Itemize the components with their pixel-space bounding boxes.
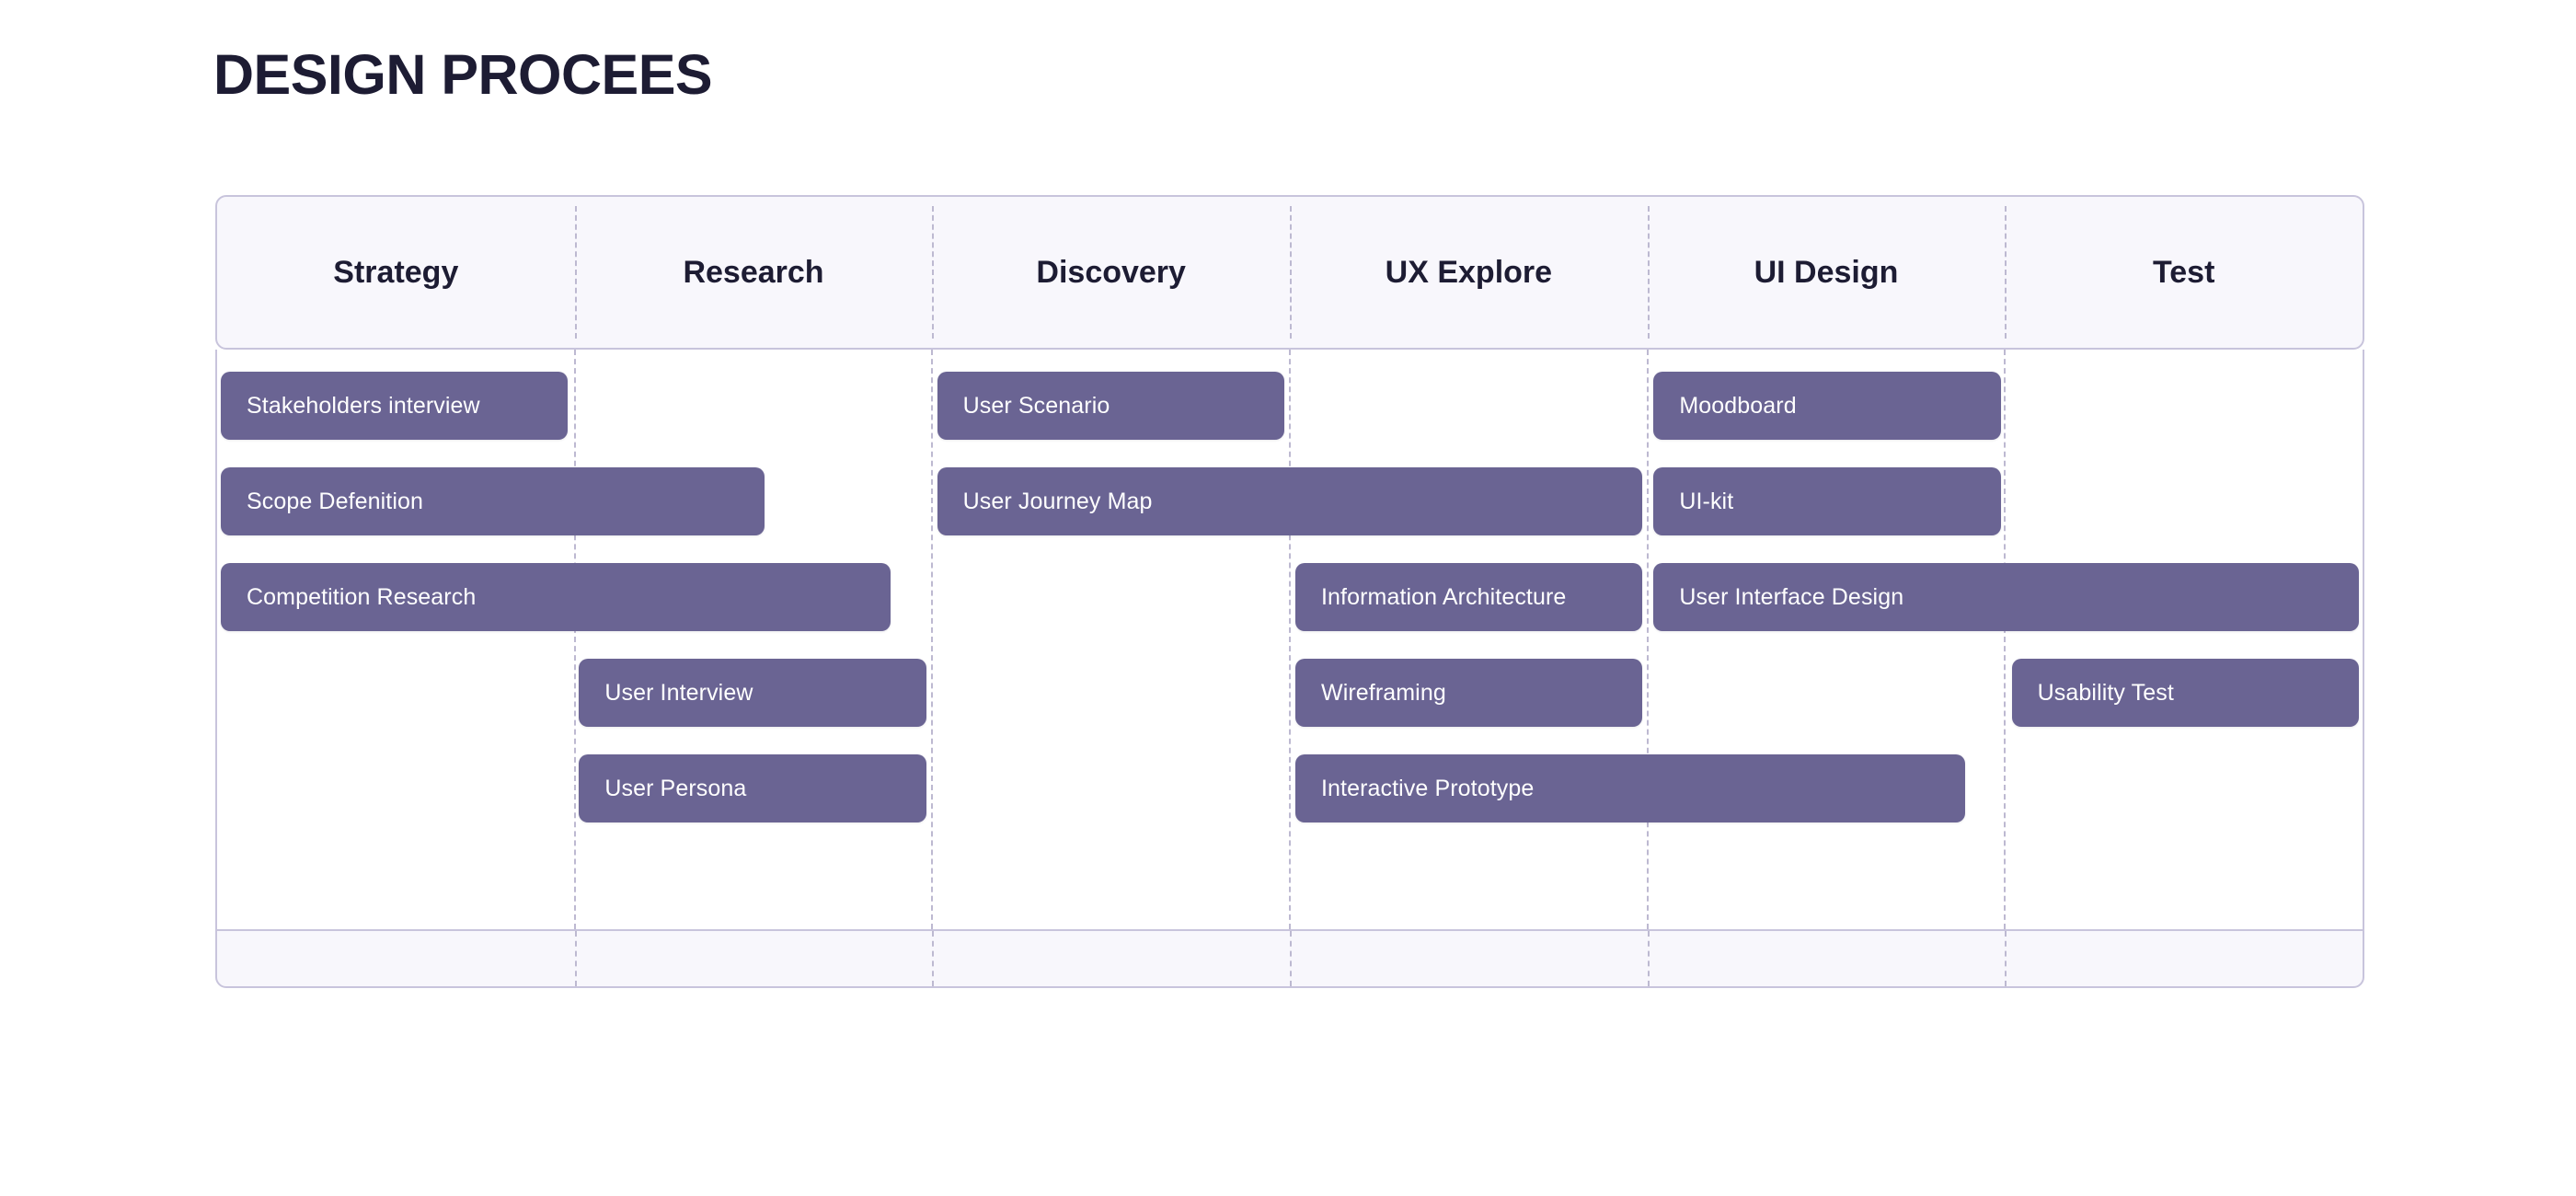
column-header-ui-design[interactable]: UI Design <box>1647 197 2006 348</box>
grid-lines <box>217 350 2363 929</box>
task-bar-label: Information Architecture <box>1321 583 1567 610</box>
task-bar[interactable]: UI-kit <box>1653 467 2001 535</box>
column-header-label: Strategy <box>333 254 459 290</box>
task-bar[interactable]: Scope Defenition <box>221 467 765 535</box>
column-header-research[interactable]: Research <box>574 197 933 348</box>
task-bar-label: Competition Research <box>247 583 477 610</box>
task-bar[interactable]: Interactive Prototype <box>1295 754 1965 822</box>
task-bar[interactable]: Moodboard <box>1653 372 2001 440</box>
task-bar-label: User Scenario <box>962 392 1110 419</box>
column-header-strategy[interactable]: Strategy <box>217 197 575 348</box>
process-board: Strategy Research Discovery UX Explore UI De… <box>215 195 2364 988</box>
footer-cell-research <box>574 931 933 986</box>
task-bar-label: Stakeholders interview <box>247 392 480 419</box>
grid-column-ui-design <box>1646 350 2006 929</box>
task-bar[interactable]: User Scenario <box>937 372 1284 440</box>
task-bar-label: User Journey Map <box>962 488 1153 514</box>
task-bar[interactable]: User Persona <box>579 754 926 822</box>
footer-cell-ux-explore <box>1290 931 1648 986</box>
column-header-label: UX Explore <box>1385 254 1553 290</box>
footer-cell-ui-design <box>1647 931 2006 986</box>
column-header-label: Discovery <box>1036 254 1186 290</box>
grid-column-research <box>573 350 933 929</box>
task-bar-label: Interactive Prototype <box>1321 775 1535 801</box>
task-bar-label: Wireframing <box>1321 679 1446 706</box>
task-bar[interactable]: User Interface Design <box>1653 563 2359 631</box>
task-bar[interactable]: Usability Test <box>2011 659 2359 727</box>
footer-cell-test <box>2005 931 2363 986</box>
column-header-discovery[interactable]: Discovery <box>932 197 1290 348</box>
task-bar-label: User Interview <box>604 679 753 706</box>
column-header-test[interactable]: Test <box>2005 197 2363 348</box>
footer-cell-discovery <box>932 931 1290 986</box>
board-body <box>215 350 2364 929</box>
task-bar[interactable]: Information Architecture <box>1295 563 1643 631</box>
task-bar[interactable]: User Interview <box>579 659 926 727</box>
grid-column-discovery <box>931 350 1290 929</box>
grid-column-test <box>2004 350 2363 929</box>
task-bar-label: Moodboard <box>1679 392 1797 419</box>
task-bar-label: UI-kit <box>1679 488 1734 514</box>
column-header-ux-explore[interactable]: UX Explore <box>1290 197 1648 348</box>
page-title: DESIGN PROCEES <box>213 43 713 106</box>
column-header-label: UI Design <box>1754 254 1899 290</box>
task-bars-layer: Stakeholders interview User Scenario Moodb… <box>215 350 2364 929</box>
task-bar-label: Scope Defenition <box>247 488 424 514</box>
task-bar-label: Usability Test <box>2037 679 2174 706</box>
column-header-label: Test <box>2153 254 2215 290</box>
task-bar[interactable]: Competition Research <box>221 563 891 631</box>
board-header-row: Strategy Research Discovery UX Explore UI De… <box>215 195 2364 350</box>
task-bar[interactable]: Wireframing <box>1295 659 1643 727</box>
task-bar[interactable]: Stakeholders interview <box>221 372 569 440</box>
task-bar-label: User Interface Design <box>1679 583 1904 610</box>
task-bar[interactable]: User Journey Map <box>937 467 1643 535</box>
board-footer-row <box>215 929 2364 988</box>
grid-column-ux-explore <box>1289 350 1648 929</box>
task-bar-label: User Persona <box>604 775 747 801</box>
column-header-label: Research <box>683 254 824 290</box>
footer-cell-strategy <box>217 931 575 986</box>
